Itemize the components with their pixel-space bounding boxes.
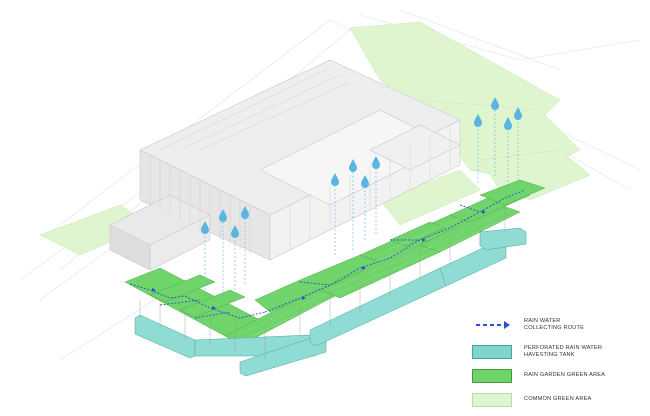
rainwater-tanks — [134, 227, 527, 377]
tank-vertical-lines — [139, 205, 506, 360]
rain-garden-stripes — [239, 207, 519, 339]
collecting-route — [129, 189, 526, 319]
legend-label-route: RAIN WATER COLLECTING ROUTE — [524, 318, 634, 332]
dashed-arrow-icon — [476, 321, 510, 329]
legend-label-line: RAIN GARDEN GREEN AREA — [524, 372, 606, 378]
legend-item-common-green: COMMON GREEN AREA — [472, 393, 634, 407]
legend-item-tank: PERFORATED RAIN WATER HAVESTING TANK — [472, 345, 634, 359]
legend-label-line: HAVESTING TANK — [524, 352, 575, 358]
tank-swatch — [472, 345, 512, 359]
legend-item-route: RAIN WATER COLLECTING ROUTE — [472, 318, 634, 332]
legend-label-line: COLLECTING ROUTE — [524, 325, 585, 331]
downspout-lines — [204, 110, 519, 300]
legend-label-rain-garden: RAIN GARDEN GREEN AREA — [524, 372, 634, 379]
common-green-swatch — [472, 393, 512, 407]
route-arrows — [152, 210, 486, 310]
legend-label-line: COMMON GREEN AREA — [524, 396, 592, 402]
legend-label-line: PERFORATED RAIN WATER — [524, 345, 603, 351]
building-facade-lines — [149, 67, 451, 255]
legend-label-tank: PERFORATED RAIN WATER HAVESTING TANK — [524, 345, 634, 359]
legend-item-rain-garden: RAIN GARDEN GREEN AREA — [472, 369, 634, 383]
rain-garden-swatch — [472, 369, 512, 383]
legend-label-line: RAIN WATER — [524, 318, 561, 324]
legend-label-common-green: COMMON GREEN AREA — [524, 396, 634, 403]
